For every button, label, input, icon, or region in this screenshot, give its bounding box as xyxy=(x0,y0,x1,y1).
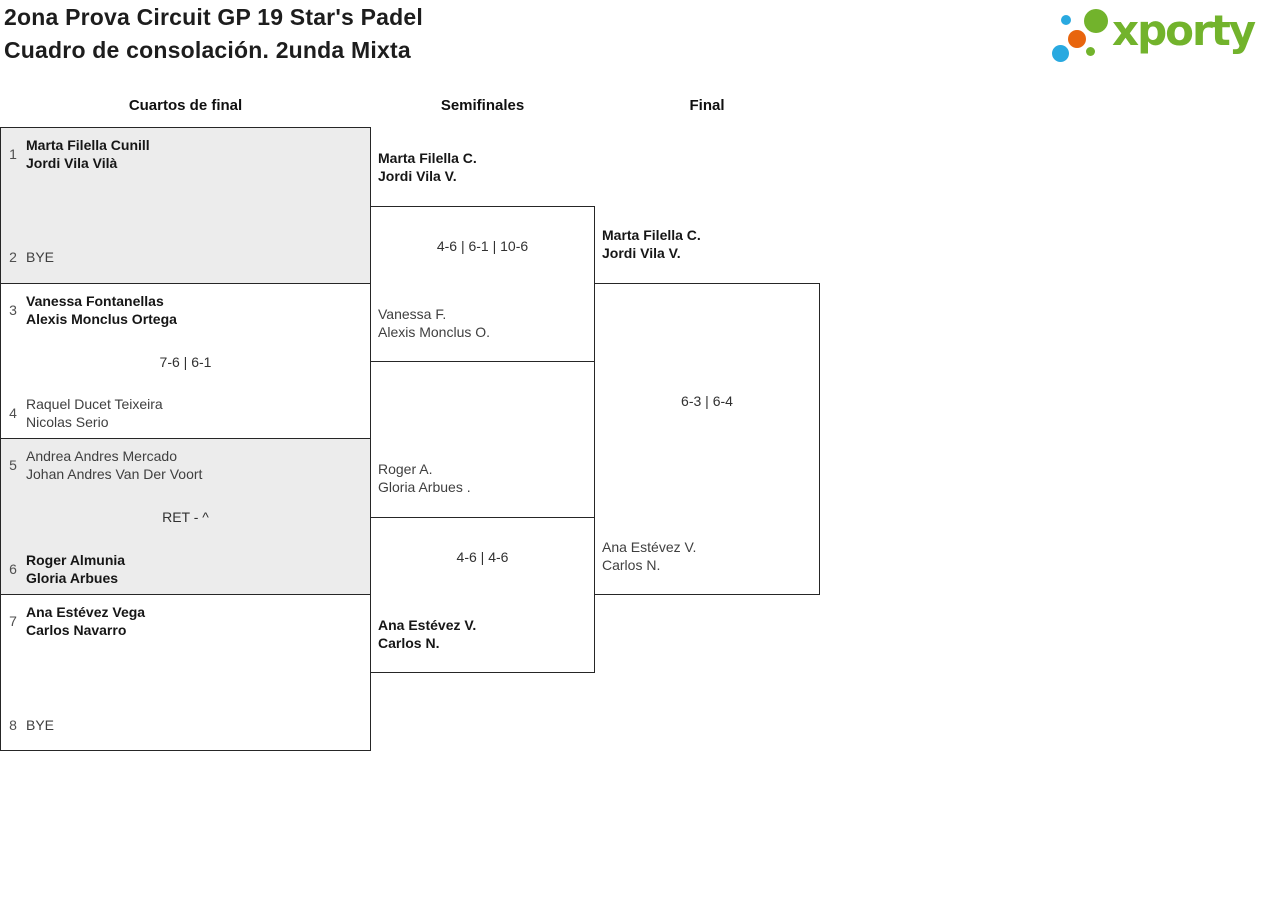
logo-dot-blue-medium xyxy=(1052,45,1069,62)
player-name: Ana Estévez V. xyxy=(602,539,697,555)
column-header-cuartos: Cuartos de final xyxy=(128,97,243,114)
column-header-final: Final xyxy=(689,97,725,114)
player-name: Johan Andres Van Der Voort xyxy=(26,466,203,482)
bye-label: BYE xyxy=(26,717,55,733)
qf3-team-bottom: Roger Almunia Gloria Arbues xyxy=(26,551,125,587)
qf1-seed-bottom: 2 xyxy=(9,249,17,265)
logo-dot-orange xyxy=(1068,30,1086,48)
page-title: 2ona Prova Circuit GP 19 Star's Padel Cu… xyxy=(4,1,423,67)
final-team-bottom: Ana Estévez V. Carlos N. xyxy=(602,538,696,574)
page-title-line1: 2ona Prova Circuit GP 19 Star's Padel xyxy=(4,4,423,30)
logo-dot-green-small xyxy=(1086,47,1095,56)
qf1-seed-top: 1 xyxy=(9,146,17,162)
qf4-seed-top: 7 xyxy=(9,613,17,629)
qf2-seed-top: 3 xyxy=(9,302,17,318)
match-box-qf2 xyxy=(0,283,371,439)
final-team-top: Marta Filella C. Jordi Vila V. xyxy=(602,226,701,262)
player-name: Gloria Arbues . xyxy=(378,479,471,495)
match-box-sf1 xyxy=(370,206,595,362)
player-name: Raquel Ducet Teixeira xyxy=(26,396,163,412)
qf2-seed-bottom: 4 xyxy=(9,405,17,421)
qf4-team-top: Ana Estévez Vega Carlos Navarro xyxy=(26,603,145,639)
match-box-qf3 xyxy=(0,438,371,595)
sf2-score: 4-6 | 4-6 xyxy=(456,549,509,565)
player-name: Gloria Arbues xyxy=(26,570,119,586)
player-name: Jordi Vila V. xyxy=(602,245,681,261)
player-name: Vanessa F. xyxy=(378,306,447,322)
logo-dot-green-large xyxy=(1084,9,1108,33)
player-name: Nicolas Serio xyxy=(26,414,109,430)
qf2-score: 7-6 | 6-1 xyxy=(159,354,212,370)
qf4-seed-bottom: 8 xyxy=(9,717,17,733)
match-box-qf4 xyxy=(0,594,371,751)
player-name: Jordi Vila Vilà xyxy=(26,155,118,171)
player-name: Marta Filella C. xyxy=(378,150,477,166)
player-name: Jordi Vila V. xyxy=(378,168,457,184)
sf1-team-bottom: Vanessa F. Alexis Monclus O. xyxy=(378,305,490,341)
player-name: Carlos N. xyxy=(602,557,661,573)
sf1-team-top: Marta Filella C. Jordi Vila V. xyxy=(378,149,477,185)
column-header-semifinales: Semifinales xyxy=(440,97,525,114)
qf3-score: RET - ^ xyxy=(162,509,209,525)
player-name: Vanessa Fontanellas xyxy=(26,293,164,309)
final-score: 6-3 | 6-4 xyxy=(681,393,733,409)
player-name: Roger A. xyxy=(378,461,433,477)
player-name: Alexis Monclus O. xyxy=(378,324,491,340)
player-name: Roger Almunia xyxy=(26,552,126,568)
qf1-team-bottom: BYE xyxy=(26,248,54,266)
sf1-score: 4-6 | 6-1 | 10-6 xyxy=(436,238,529,254)
qf2-team-top: Vanessa Fontanellas Alexis Monclus Orteg… xyxy=(26,292,177,328)
match-box-final xyxy=(594,283,820,595)
player-name: Marta Filella Cunill xyxy=(26,137,150,153)
qf1-team-top: Marta Filella Cunill Jordi Vila Vilà xyxy=(26,136,150,172)
player-name: Marta Filella C. xyxy=(602,227,701,243)
logo-dot-blue-small xyxy=(1061,15,1071,25)
qf4-team-bottom: BYE xyxy=(26,716,54,734)
xporty-wordmark: xporty xyxy=(1112,6,1256,55)
match-box-sf2 xyxy=(370,517,595,673)
sf2-team-bottom: Ana Estévez V. Carlos N. xyxy=(378,616,476,652)
page-title-line2: Cuadro de consolación. 2unda Mixta xyxy=(4,37,411,63)
player-name: Ana Estévez Vega xyxy=(26,604,146,620)
qf2-team-bottom: Raquel Ducet Teixeira Nicolas Serio xyxy=(26,395,163,431)
bye-label: BYE xyxy=(26,249,55,265)
player-name: Alexis Monclus Ortega xyxy=(26,311,177,327)
player-name: Carlos N. xyxy=(378,635,440,651)
qf3-seed-bottom: 6 xyxy=(9,561,17,577)
player-name: Carlos Navarro xyxy=(26,622,127,638)
sf2-team-top: Roger A. Gloria Arbues . xyxy=(378,460,471,496)
qf3-team-top: Andrea Andres Mercado Johan Andres Van D… xyxy=(26,447,202,483)
qf3-seed-top: 5 xyxy=(9,457,17,473)
player-name: Andrea Andres Mercado xyxy=(26,448,177,464)
player-name: Ana Estévez V. xyxy=(378,617,477,633)
